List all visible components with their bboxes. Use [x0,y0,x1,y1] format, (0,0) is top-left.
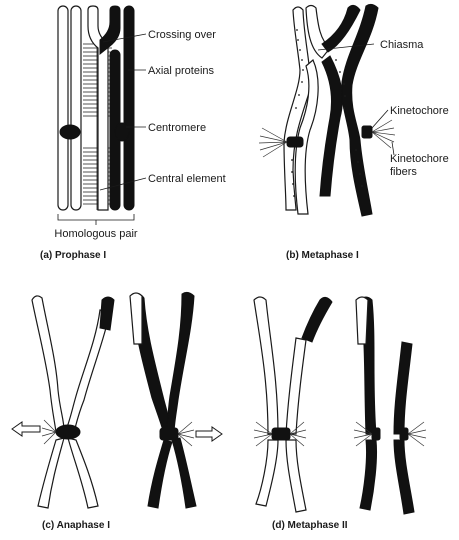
homolog-white-left [58,6,81,210]
label-axial-proteins: Axial proteins [148,65,215,77]
arm-dark-tip-d [302,297,332,342]
label-central-element: Central element [148,173,226,185]
label-centromere: Centromere [148,122,206,134]
arm-white-tip-c [130,293,142,344]
arrow-left-icon [12,422,40,436]
label-homologous-pair: Homologous pair [54,228,137,240]
centromere-white-c [56,425,80,439]
homologous-pair-bracket [58,214,134,220]
chromosome-white-d [254,297,306,512]
panel-prophase-i: Crossing over Axial proteins Centromere … [40,6,226,261]
fibers-left-c [42,420,56,444]
centromere-right [115,123,129,141]
panel-metaphase-i: Chiasma Kinetochore Kinetochore fibers (… [259,4,449,261]
arm-white-tip-d [356,297,368,344]
label-crossing-over: Crossing over [148,29,216,41]
arm-dark-tip-c [100,297,114,330]
arrow-right-icon [196,427,222,441]
kinetochore-white-d [272,428,290,440]
kinetochore-fibers-left-b [259,128,287,157]
kinetochore-dark-d-right [400,428,408,440]
panel-metaphase-ii: (d) Metaphase II [254,297,426,531]
kinetochore-right-b [362,126,372,138]
pointer-kinetochore [372,110,388,128]
kinetochore-dark-c [160,428,178,440]
caption-metaphase-i: (b) Metaphase I [286,250,359,261]
caption-metaphase-ii: (d) Metaphase II [272,520,348,531]
kinetochore-dark-d-left [372,428,380,440]
label-kinetochore: Kinetochore [390,105,449,117]
label-chiasma: Chiasma [380,39,424,51]
caption-prophase-i: (a) Prophase I [40,250,106,261]
label-kinetochore-fibers-line2: fibers [390,166,417,178]
label-kinetochore-fibers-line1: Kinetochore [390,153,449,165]
homolog-white-c [32,296,110,508]
fibers-right-d2 [408,422,426,446]
panel-anaphase-i: (c) Anaphase I [12,292,222,531]
chromosome-dark-d [360,297,414,514]
homolog-dark-b [320,4,378,216]
centromere-left [60,125,80,139]
kinetochore-left-b [287,137,303,147]
caption-anaphase-i: (c) Anaphase I [42,520,110,531]
